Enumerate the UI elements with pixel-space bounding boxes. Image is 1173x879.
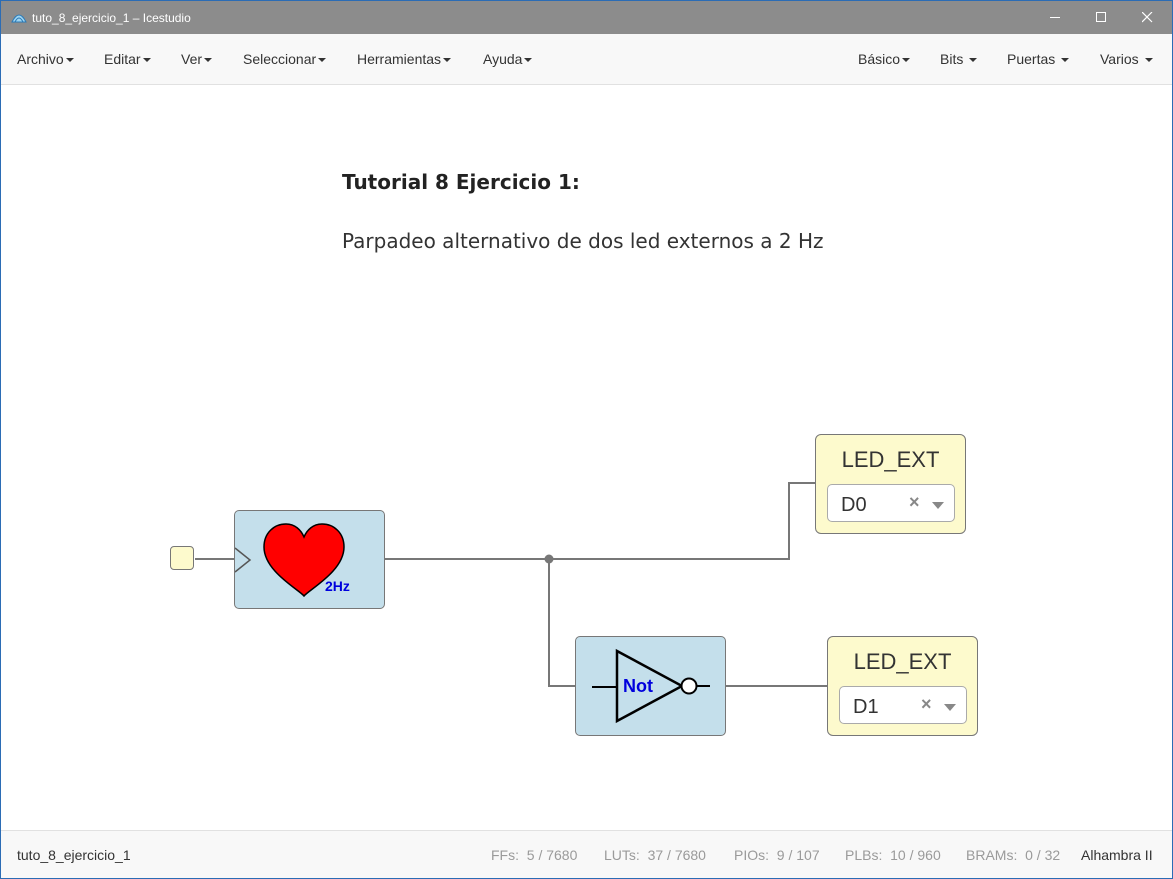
- caret-down-icon: [204, 58, 213, 63]
- caret-down-icon: [142, 58, 151, 63]
- status-plbs-value: 10 / 960: [890, 847, 941, 863]
- dropdown-arrow-icon[interactable]: [932, 502, 944, 509]
- menu-herramientas-label: Herramientas: [357, 51, 442, 67]
- status-plbs: PLBs: 10 / 960: [845, 847, 941, 863]
- status-brams: BRAMs: 0 / 32: [966, 847, 1060, 863]
- heartbeat-2hz-block[interactable]: 2Hz: [234, 510, 385, 609]
- maximize-icon: [1096, 12, 1106, 22]
- menu-ayuda-label: Ayuda: [483, 51, 523, 67]
- menu-ayuda[interactable]: Ayuda: [483, 51, 533, 67]
- menu-ver[interactable]: Ver: [181, 51, 213, 67]
- status-ffs-label: FFs:: [491, 847, 519, 863]
- menu-seleccionar[interactable]: Seleccionar: [243, 51, 327, 67]
- menu-seleccionar-label: Seleccionar: [243, 51, 317, 67]
- caret-down-icon: [524, 58, 533, 63]
- wire-heart-to-led0: [385, 482, 815, 560]
- close-icon: [1142, 12, 1153, 23]
- status-luts: LUTs: 37 / 7680: [604, 847, 706, 863]
- heart-block-label: 2Hz: [325, 578, 350, 594]
- led-output-block-d0[interactable]: LED_EXT D0 ×: [815, 434, 966, 534]
- caret-down-icon: [1144, 58, 1153, 63]
- status-filename: tuto_8_ejercicio_1: [17, 847, 131, 863]
- menu-varios-label: Varios: [1100, 51, 1139, 67]
- menu-bits-label: Bits: [940, 51, 964, 67]
- info-title[interactable]: Tutorial 8 Ejercicio 1:: [342, 170, 580, 194]
- input-port[interactable]: [170, 546, 194, 570]
- icestudio-logo-icon: [11, 14, 27, 23]
- status-pios-value: 9 / 107: [776, 847, 820, 863]
- status-plbs-label: PLBs:: [845, 847, 883, 863]
- caret-down-icon: [969, 58, 978, 63]
- pin-select-value: D0: [841, 494, 867, 516]
- menu-basico[interactable]: Básico: [858, 51, 911, 67]
- not-block-label: Not: [623, 676, 653, 696]
- maximize-button[interactable]: [1078, 1, 1124, 34]
- menu-puertas[interactable]: Puertas: [1007, 51, 1070, 67]
- status-ffs: FFs: 5 / 7680: [491, 847, 577, 863]
- not-gate-icon: [592, 648, 710, 724]
- menu-bits[interactable]: Bits: [940, 51, 978, 67]
- menu-editar[interactable]: Editar: [104, 51, 151, 67]
- clear-icon[interactable]: ×: [921, 694, 932, 714]
- design-canvas[interactable]: Tutorial 8 Ejercicio 1: Parpadeo alterna…: [1, 85, 1172, 830]
- dropdown-arrow-icon[interactable]: [944, 704, 956, 711]
- title-bar[interactable]: tuto_8_ejercicio_1 – Icestudio: [1, 1, 1172, 34]
- led-output-name: LED_EXT: [841, 447, 940, 472]
- menu-editar-label: Editar: [104, 51, 141, 67]
- caret-down-icon: [902, 58, 911, 63]
- info-description[interactable]: Parpadeo alternativo de dos led externos…: [342, 229, 824, 253]
- menu-ver-label: Ver: [181, 51, 203, 67]
- status-luts-value: 37 / 7680: [647, 847, 706, 863]
- pin-select-value: D1: [853, 696, 879, 718]
- minimize-button[interactable]: [1032, 1, 1078, 34]
- menu-basico-label: Básico: [858, 51, 901, 67]
- minimize-icon: [1050, 17, 1060, 18]
- caret-down-icon: [65, 58, 74, 63]
- wire-junction: [544, 554, 554, 564]
- led-output-name: LED_EXT: [853, 649, 952, 674]
- status-luts-label: LUTs:: [604, 847, 640, 863]
- menu-archivo-label: Archivo: [17, 51, 64, 67]
- clock-input-triangle-icon: [235, 547, 252, 573]
- menu-herramientas[interactable]: Herramientas: [357, 51, 452, 67]
- menu-archivo[interactable]: Archivo: [17, 51, 74, 67]
- caret-down-icon: [443, 58, 452, 63]
- caret-down-icon: [318, 58, 327, 63]
- status-ffs-value: 5 / 7680: [526, 847, 578, 863]
- status-bar: tuto_8_ejercicio_1 FFs: 5 / 7680 LUTs: 3…: [1, 830, 1172, 878]
- menu-varios[interactable]: Varios: [1100, 51, 1153, 67]
- close-button[interactable]: [1124, 1, 1170, 34]
- wire-heart-to-not: [548, 559, 575, 687]
- menu-puertas-label: Puertas: [1007, 51, 1056, 67]
- wires-layer: [195, 482, 827, 687]
- clear-icon[interactable]: ×: [909, 492, 920, 512]
- status-pios-label: PIOs:: [734, 847, 770, 863]
- heart-icon: [263, 523, 345, 598]
- window-title: tuto_8_ejercicio_1 – Icestudio: [32, 11, 191, 25]
- caret-down-icon: [1061, 58, 1070, 63]
- status-pios: PIOs: 9 / 107: [734, 847, 820, 863]
- led-output-block-d1[interactable]: LED_EXT D1 ×: [827, 636, 978, 736]
- status-brams-label: BRAMs:: [966, 847, 1018, 863]
- pin-select-d0[interactable]: D0 ×: [827, 484, 955, 522]
- pin-select-d1[interactable]: D1 ×: [839, 686, 967, 724]
- status-brams-value: 0 / 32: [1025, 847, 1061, 863]
- not-gate-block[interactable]: Not: [575, 636, 726, 736]
- menu-bar: Archivo Editar Ver Seleccionar Herramien…: [1, 34, 1172, 85]
- status-board[interactable]: Alhambra II: [1081, 847, 1153, 863]
